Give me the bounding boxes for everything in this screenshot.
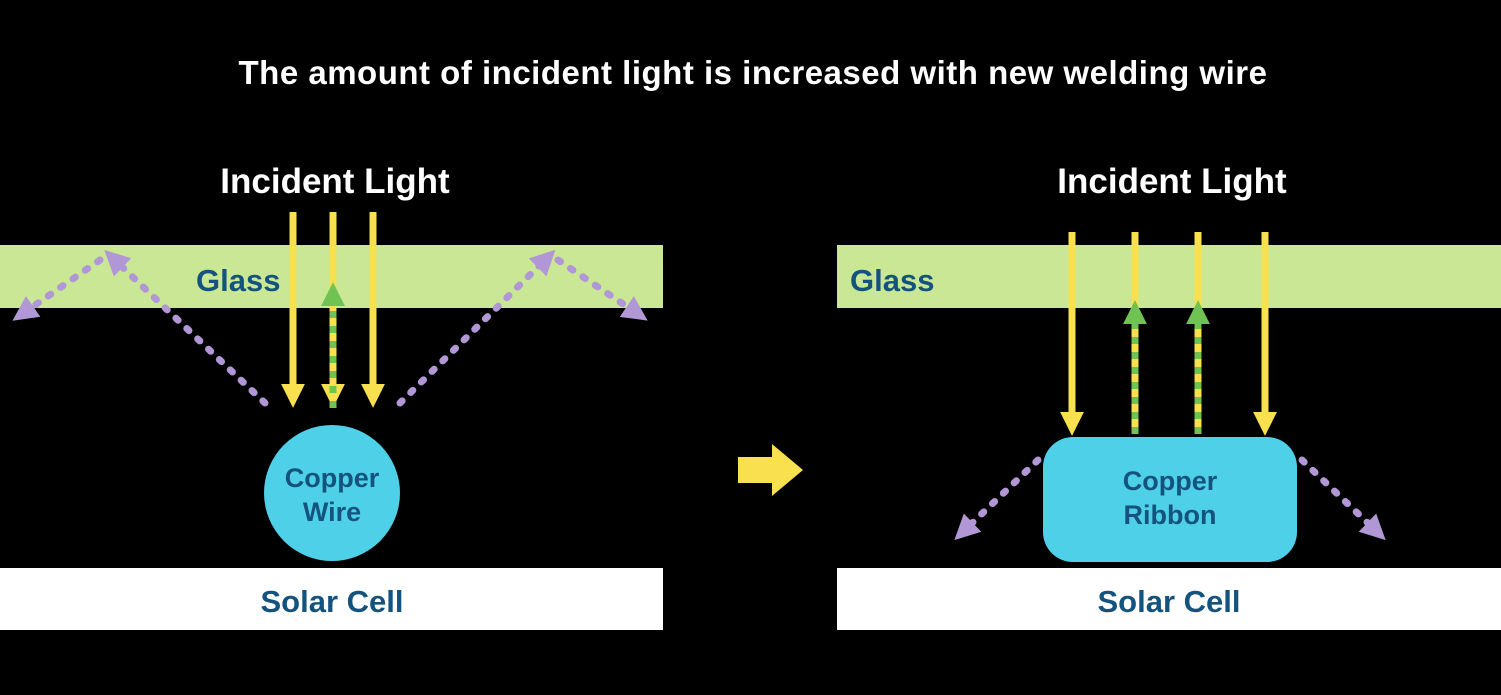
solar-cell-left [0,568,663,630]
copper-ribbon-label-line2: Ribbon [1124,500,1217,530]
scattered-ray-left-up-2 [396,249,556,407]
transition-arrow-icon [738,444,803,496]
copper-ribbon-shape [1043,437,1297,562]
solar-cell-label-left: Solar Cell [261,584,404,619]
copper-wire-label-line1: Copper [285,463,380,493]
scattered-ray-left-out-1 [12,256,104,321]
glass-band-right [837,245,1501,308]
scattered-ray-right-1 [954,456,1042,541]
copper-wire-shape [264,425,400,561]
right-panel: Incident Light Glass Copper Ribbon Solar… [837,162,1501,630]
solar-cell-right [837,568,1501,630]
diagram-title: The amount of incident light is increase… [239,54,1268,91]
scattered-ray-left-out-2 [554,256,648,321]
glass-label-right: Glass [850,263,934,298]
left-panel: Incident Light Glass Copper Wire Solar C… [0,162,663,630]
scattered-ray-right-2 [1298,456,1386,541]
glass-label-left: Glass [196,263,280,298]
scattered-ray-left-up-1 [104,249,269,407]
incident-light-label-left: Incident Light [220,162,450,201]
solar-cell-label-right: Solar Cell [1098,584,1241,619]
copper-wire-label-line2: Wire [303,497,361,527]
copper-ribbon-label-line1: Copper [1123,466,1218,496]
incident-light-label-right: Incident Light [1057,162,1287,201]
